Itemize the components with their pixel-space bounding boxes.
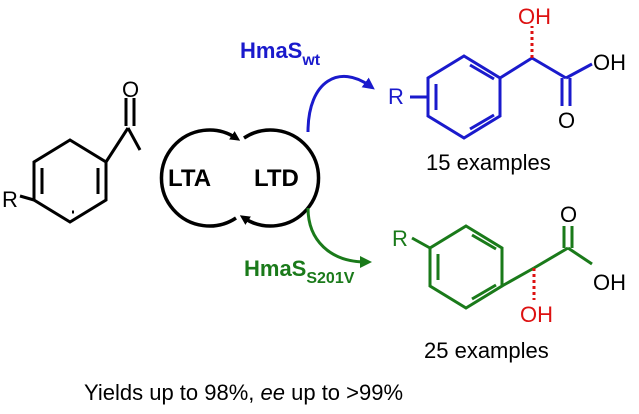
cycle-ltd-label: LTD bbox=[254, 165, 299, 192]
lta-cycle bbox=[159, 128, 241, 228]
top-product-R: R bbox=[388, 84, 404, 109]
bottom-product-alpha-OH: OH bbox=[520, 302, 553, 327]
s201v-arrow bbox=[306, 207, 372, 268]
yield-summary: Yields up to 98%, ee up to >99% bbox=[84, 380, 403, 405]
top-product-alpha-OH: OH bbox=[518, 4, 551, 29]
top-product-structure bbox=[410, 54, 593, 140]
top-product-acid-OH: OH bbox=[593, 50, 626, 75]
ltd-cycle bbox=[239, 128, 321, 228]
cycle-lta-label: LTA bbox=[168, 165, 211, 192]
top-product-examples: 15 examples bbox=[426, 150, 551, 175]
top-product-acid-O: O bbox=[558, 108, 575, 133]
bottom-product-acid-OH: OH bbox=[593, 270, 626, 295]
wt-arrow bbox=[306, 75, 375, 133]
bottom-product-acid-O: O bbox=[560, 202, 577, 227]
substrate-R-group: R bbox=[2, 187, 18, 212]
enzyme-s201v-label: HmaSS201V bbox=[244, 256, 355, 287]
bottom-product-R: R bbox=[392, 226, 408, 251]
bottom-product-examples: 25 examples bbox=[424, 338, 549, 363]
enzyme-wt-label: HmaSwt bbox=[240, 38, 321, 69]
substrate-aldehyde-O: O bbox=[122, 77, 139, 102]
benzaldehyde-structure bbox=[19, 98, 142, 224]
bottom-product-structure bbox=[411, 224, 593, 310]
